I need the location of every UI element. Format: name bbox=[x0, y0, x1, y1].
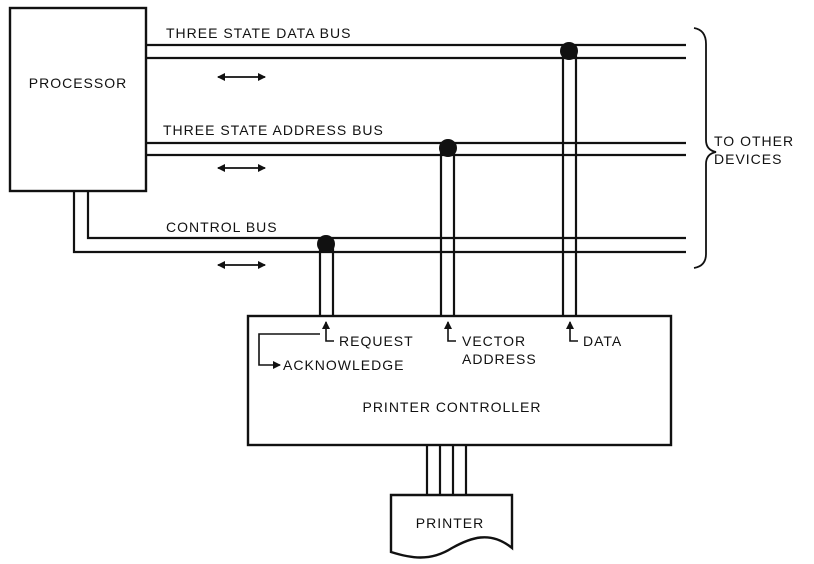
acknowledge-label: ACKNOWLEDGE bbox=[283, 357, 404, 373]
printer-controller-label: PRINTER CONTROLLER bbox=[362, 399, 541, 415]
other-devices-brace bbox=[693, 27, 717, 269]
control-bus-label: CONTROL BUS bbox=[166, 219, 278, 235]
control-bus-junction bbox=[317, 235, 335, 253]
request-arrow bbox=[322, 321, 334, 342]
address-bus-junction bbox=[439, 139, 457, 157]
processor-label: PROCESSOR bbox=[29, 75, 127, 91]
data-arrow bbox=[566, 321, 578, 342]
address-bus-label: THREE STATE ADDRESS BUS bbox=[163, 122, 384, 138]
data-bus-junction bbox=[560, 42, 578, 60]
other-devices-label-line2: DEVICES bbox=[714, 151, 782, 167]
address-bus bbox=[146, 141, 686, 157]
data-bus bbox=[146, 43, 686, 60]
vector-address-label-line1: VECTOR bbox=[462, 333, 526, 349]
data-tap bbox=[561, 52, 578, 316]
control-bus bbox=[72, 191, 686, 254]
request-label: REQUEST bbox=[339, 333, 414, 349]
other-devices-label-line1: TO OTHER bbox=[714, 133, 794, 149]
address-tap bbox=[439, 150, 456, 316]
data-bus-label: THREE STATE DATA BUS bbox=[166, 25, 351, 41]
printer-cable bbox=[425, 445, 468, 495]
data-label: DATA bbox=[583, 333, 622, 349]
control-tap bbox=[318, 245, 335, 316]
acknowledge-arrow bbox=[258, 333, 320, 369]
printer-controller-box bbox=[246, 314, 673, 447]
printer-box bbox=[389, 493, 514, 559]
vector-address-label-line2: ADDRESS bbox=[462, 351, 537, 367]
printer-label: PRINTER bbox=[416, 515, 484, 531]
vector-address-arrow bbox=[444, 321, 456, 342]
processor-box bbox=[8, 6, 148, 193]
